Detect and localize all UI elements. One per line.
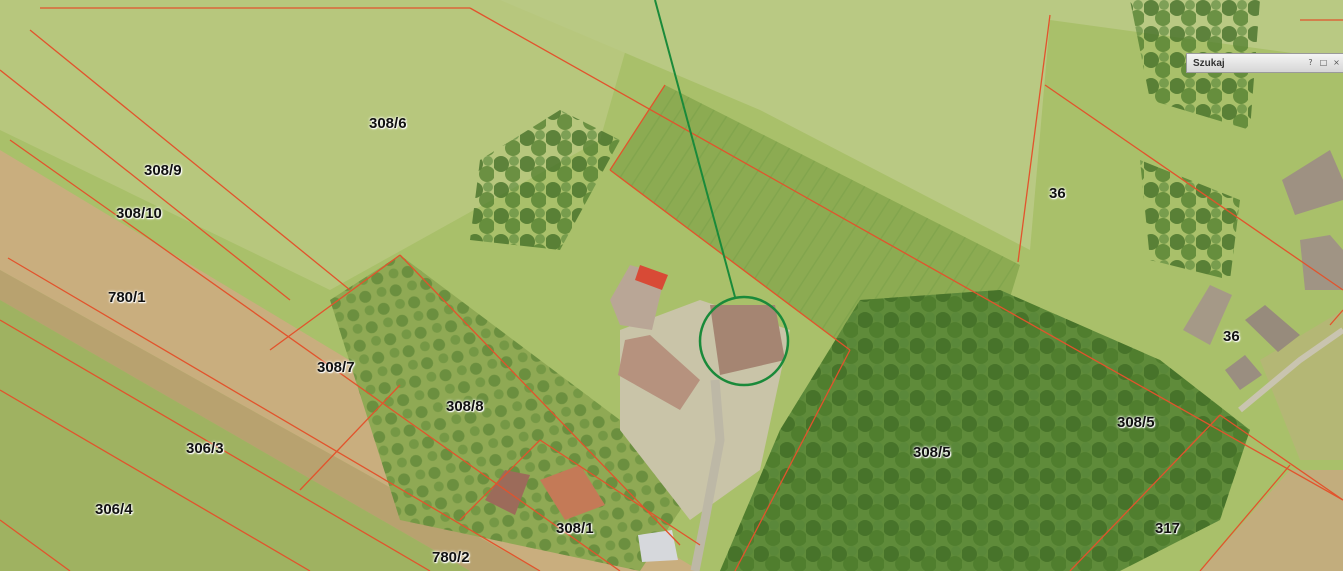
parcel-label-780-1: 780/1 [108,289,146,306]
parcel-label-36-east: 36 [1223,328,1240,345]
building-east-3 [1183,285,1232,345]
building-east-4 [1245,305,1300,352]
locator-line [654,0,736,298]
locator-circle [698,295,790,387]
field-bottom-right [1200,470,1343,571]
boundary-diagonal-long [469,7,1343,501]
parcel-label-308-8: 308/8 [446,398,484,415]
question-icon[interactable]: ? [1308,58,1313,67]
building-target-house [710,305,785,375]
building-south-3 [638,530,678,562]
orchard-rows [610,85,1020,350]
parcel-label-308-7: 308/7 [317,359,355,376]
boundary-780-1-bottom [7,257,541,571]
field-306 [0,300,470,571]
building-east-1 [1282,150,1343,215]
parcel-label-306-3: 306/3 [186,440,224,457]
building-south-2 [540,465,605,520]
boundary-308-7-bottom [299,384,401,491]
building-south-1 [485,470,530,515]
driveway [690,379,725,571]
meadow-area [0,0,640,290]
parcel-label-306-4: 306/4 [95,501,133,518]
boundary-308-1-top [539,439,701,546]
tree-cluster-top [470,110,620,250]
boundary-317-left [1069,414,1221,571]
boundary-306-4 [0,389,311,571]
boundary-317-right [1199,464,1291,571]
boundary-36-bottom [1044,84,1343,291]
boundary-farm-right [734,349,851,571]
restore-window-icon[interactable]: □ [1319,58,1328,67]
boundary-308-9-308-10 [0,69,291,301]
boundary-308-1-left [459,439,541,521]
boundary-east-small [1329,309,1343,326]
boundary-308-10-780-1 [9,139,621,571]
building-barn [618,335,700,410]
parcel-label-308-1: 308/1 [556,520,594,537]
building-east-2 [1300,235,1343,290]
parcel-label-36: 36 [1049,185,1066,202]
right-road [1238,327,1343,413]
search-panel-title: Szukaj [1193,57,1225,69]
building-red-roof [635,265,668,290]
parcel-label-308-9: 308/9 [144,162,182,179]
boundary-orchard-left [609,84,666,171]
buildings [485,150,1343,562]
parcel-boundaries [0,7,1343,571]
close-icon[interactable]: × [1333,58,1340,67]
parcel-label-780-2: 780/2 [432,549,470,566]
parcel-label-308-10: 308/10 [116,205,162,222]
boundary-308-8-edge [399,254,681,546]
parcel-label-308-5-east: 308/5 [1117,414,1155,431]
woodland-trees [720,290,1250,571]
parcel-label-308-6: 308/6 [369,115,407,132]
boundary-306-3 [0,319,431,571]
boundary-317-top [1219,414,1343,501]
parcel-label-317: 317 [1155,520,1181,537]
tree-cluster-right-mid [1140,160,1240,280]
building-east-5 [1225,355,1262,390]
boundary-36-left [1017,14,1051,263]
parcel-label-308-5: 308/5 [913,444,951,461]
boundary-306-4-bottom [0,519,71,571]
upper-field [500,0,1343,250]
boundary-orchard-bottom [609,169,851,351]
search-panel-header[interactable]: Szukaj ? □ × [1186,53,1343,73]
boundary-308-7-top [269,254,401,351]
orchard-left-trees [330,255,700,571]
boundary-308-9-top [29,29,351,291]
